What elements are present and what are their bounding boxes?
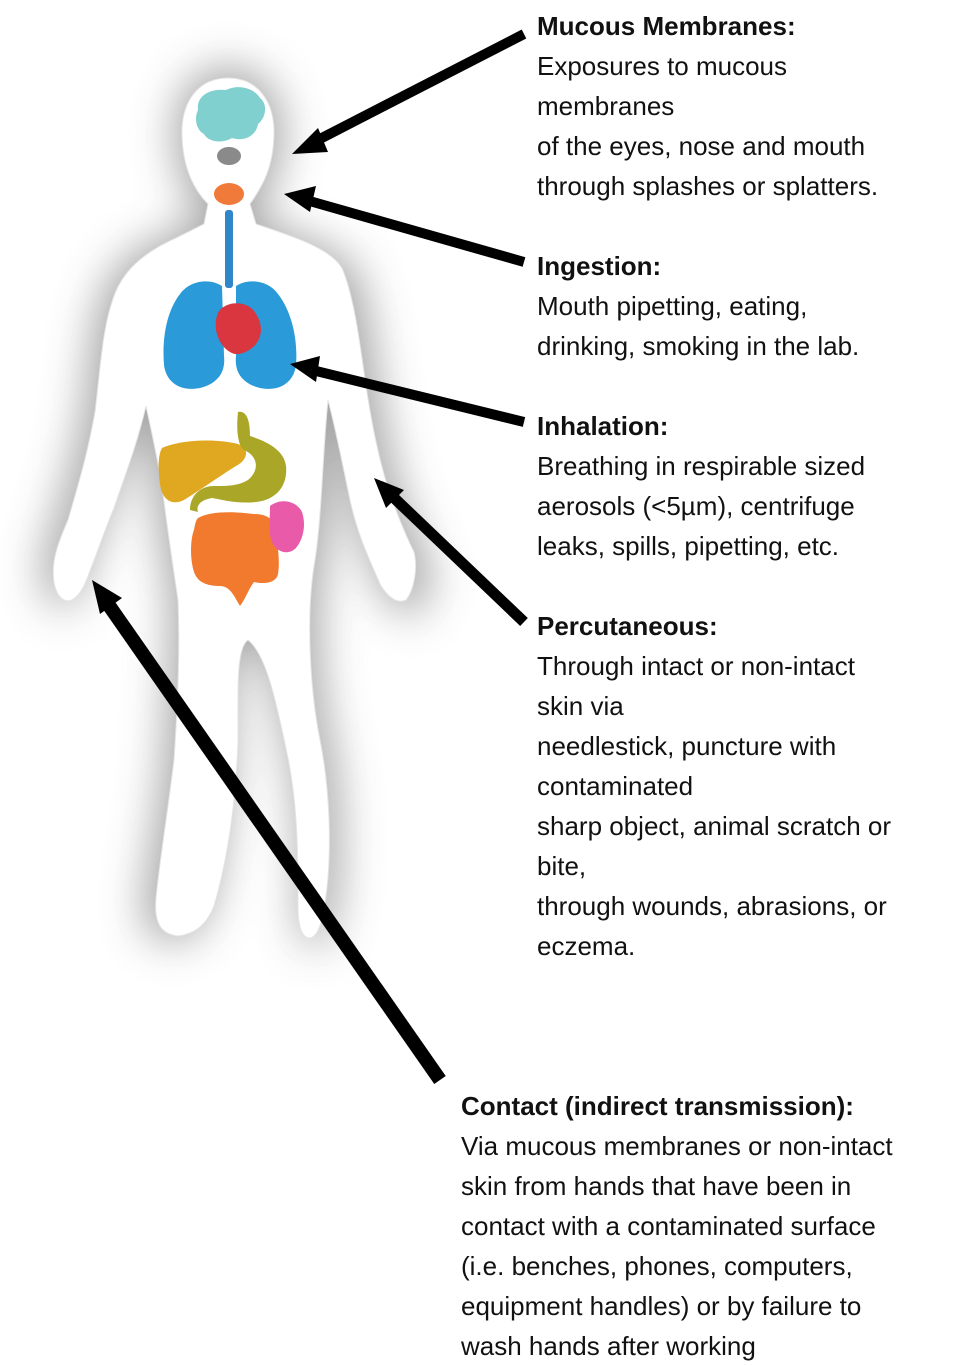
mucous-arrow bbox=[292, 34, 524, 154]
percutaneous-line: eczema. bbox=[537, 926, 891, 966]
ingestion-label: Ingestion: Mouth pipetting, eating, drin… bbox=[537, 246, 859, 366]
nose-organ bbox=[217, 147, 241, 165]
ingestion-line: drinking, smoking in the lab. bbox=[537, 326, 859, 366]
contact-line: Via mucous membranes or non-intact bbox=[461, 1126, 893, 1166]
percutaneous-line: skin via bbox=[537, 686, 891, 726]
percutaneous-line: through wounds, abrasions, or bbox=[537, 886, 891, 926]
contact-line: (i.e. benches, phones, computers, bbox=[461, 1246, 893, 1286]
inhalation-line: Breathing in respirable sized bbox=[537, 446, 865, 486]
contact-title: Contact (indirect transmission): bbox=[461, 1086, 893, 1126]
contact-line: wash hands after working bbox=[461, 1326, 893, 1366]
contact-label: Contact (indirect transmission): Via muc… bbox=[461, 1086, 893, 1366]
percutaneous-line: bite, bbox=[537, 846, 891, 886]
inhalation-title: Inhalation: bbox=[537, 406, 865, 446]
percutaneous-line: contaminated bbox=[537, 766, 891, 806]
ingestion-title: Ingestion: bbox=[537, 246, 859, 286]
throat-organ bbox=[214, 183, 244, 205]
mucous-membranes-label: Mucous Membranes: Exposures to mucous me… bbox=[537, 6, 878, 206]
mucous-line: through splashes or splatters. bbox=[537, 166, 878, 206]
ingestion-line: Mouth pipetting, eating, bbox=[537, 286, 859, 326]
mucous-line: of the eyes, nose and mouth bbox=[537, 126, 878, 166]
mucous-membranes-title: Mucous Membranes: bbox=[537, 6, 878, 46]
percutaneous-label: Percutaneous: Through intact or non-inta… bbox=[537, 606, 891, 966]
inhalation-line: leaks, spills, pipetting, etc. bbox=[537, 526, 865, 566]
percutaneous-title: Percutaneous: bbox=[537, 606, 891, 646]
contact-line: skin from hands that have been in bbox=[461, 1166, 893, 1206]
trachea-organ bbox=[225, 210, 233, 288]
inhalation-label: Inhalation: Breathing in respirable size… bbox=[537, 406, 865, 566]
percutaneous-line: needlestick, puncture with bbox=[537, 726, 891, 766]
mucous-line: Exposures to mucous bbox=[537, 46, 878, 86]
contact-line: equipment handles) or by failure to bbox=[461, 1286, 893, 1326]
inhalation-line: aerosols (<5µm), centrifuge bbox=[537, 486, 865, 526]
mucous-line: membranes bbox=[537, 86, 878, 126]
percutaneous-line: Through intact or non-intact bbox=[537, 646, 891, 686]
percutaneous-line: sharp object, animal scratch or bbox=[537, 806, 891, 846]
contact-line: contact with a contaminated surface bbox=[461, 1206, 893, 1246]
